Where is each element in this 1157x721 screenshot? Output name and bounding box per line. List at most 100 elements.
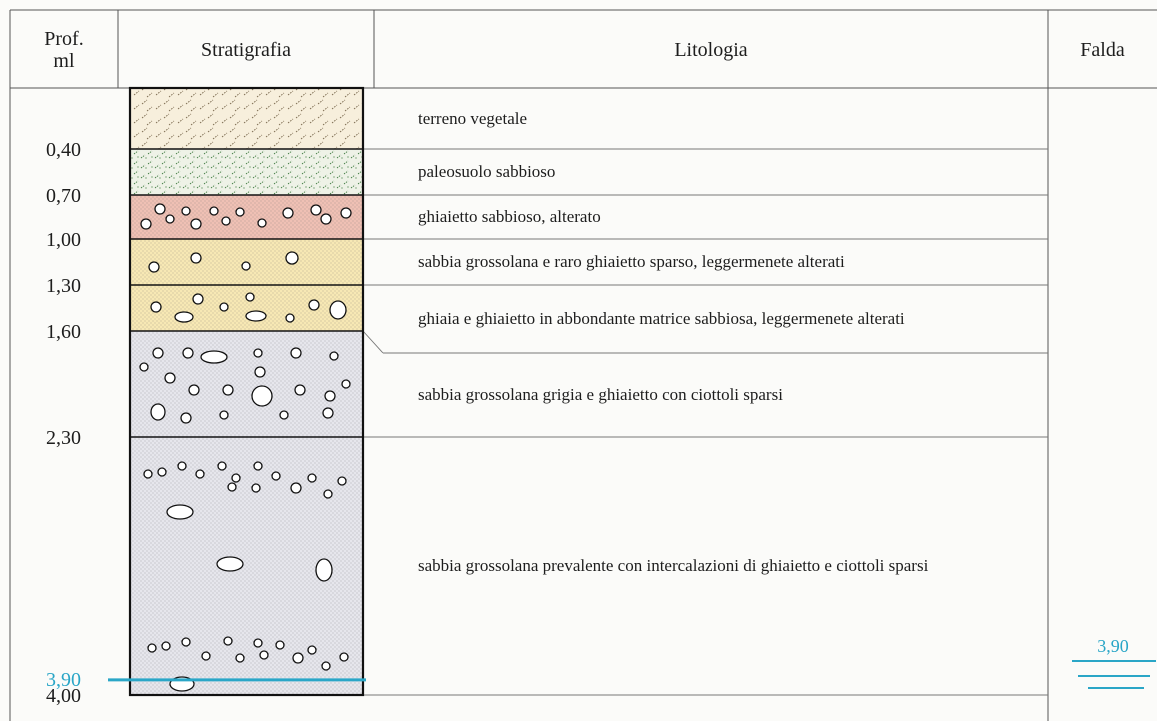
- clast: [241, 261, 251, 271]
- clast: [337, 476, 347, 486]
- lithology-description: sabbia grossolana e raro ghiaietto spars…: [418, 252, 845, 271]
- clast: [164, 372, 176, 384]
- clast: [329, 300, 347, 320]
- clast: [245, 310, 267, 322]
- clast: [219, 410, 229, 420]
- clast: [323, 489, 333, 499]
- clast: [294, 384, 306, 396]
- clast: [180, 412, 192, 424]
- clast: [177, 461, 187, 471]
- depth-label: 0,40: [46, 139, 81, 161]
- clast: [140, 218, 152, 230]
- clast: [150, 403, 166, 421]
- header-prof: Prof.ml: [14, 10, 114, 90]
- clast: [182, 347, 194, 359]
- clast: [219, 302, 229, 312]
- clast: [341, 379, 351, 389]
- clast: [290, 482, 302, 494]
- clast: [279, 410, 289, 420]
- clast: [322, 407, 334, 419]
- clast: [166, 504, 194, 520]
- clast: [324, 390, 336, 402]
- clast: [285, 313, 295, 323]
- clast: [285, 251, 299, 265]
- clast: [221, 216, 231, 226]
- clast: [259, 650, 269, 660]
- clast: [201, 651, 211, 661]
- header-prof-unit: ml: [53, 50, 75, 72]
- stratum-pattern: [130, 285, 363, 331]
- clast: [292, 652, 304, 664]
- clast: [231, 473, 241, 483]
- clast: [150, 301, 162, 313]
- clast: [143, 469, 153, 479]
- clast: [181, 206, 191, 216]
- clast: [245, 292, 255, 302]
- clast: [139, 362, 149, 372]
- header-falda: Falda: [1080, 39, 1125, 61]
- lithology-description: sabbia grossolana prevalente con interca…: [418, 556, 929, 575]
- clast: [148, 261, 160, 273]
- clast: [188, 384, 200, 396]
- clast: [251, 385, 273, 407]
- clast: [315, 558, 333, 582]
- clast: [161, 641, 171, 651]
- clast: [222, 384, 234, 396]
- lithology-description: terreno vegetale: [418, 108, 528, 128]
- clast: [290, 347, 302, 359]
- row-separator-diagonal: [362, 330, 384, 354]
- clast: [329, 351, 339, 361]
- clast: [254, 366, 266, 378]
- clast: [165, 214, 175, 224]
- stratum-pattern: [130, 88, 363, 149]
- clast: [227, 482, 237, 492]
- header-stratigrafia: Stratigrafia: [201, 39, 291, 61]
- depth-label: 1,00: [46, 229, 81, 251]
- clast: [157, 467, 167, 477]
- header-prof-label: Prof.: [44, 28, 84, 50]
- stratum-pattern: [130, 149, 363, 195]
- clast: [181, 637, 191, 647]
- clast: [282, 207, 294, 219]
- clast: [251, 483, 261, 493]
- clast: [257, 218, 267, 228]
- clast: [195, 469, 205, 479]
- depth-label: 0,70: [46, 185, 81, 207]
- falda-water-label: 3,90: [1097, 636, 1129, 656]
- clast: [216, 556, 244, 572]
- clast: [152, 347, 164, 359]
- clast: [308, 299, 320, 311]
- clast: [271, 471, 281, 481]
- clast: [321, 661, 331, 671]
- clast: [235, 207, 245, 217]
- depth-label: 1,60: [46, 321, 81, 343]
- water-table-markers: [108, 660, 1156, 689]
- clast: [154, 203, 166, 215]
- water-depth-label: 3,90: [46, 668, 81, 691]
- lithology-description: paleosuolo sabbioso: [418, 162, 556, 181]
- clast: [253, 638, 263, 648]
- clasts-layer: [139, 203, 352, 692]
- clast: [307, 645, 317, 655]
- lithology-description: ghiaietto sabbioso, alterato: [418, 207, 601, 226]
- clast: [192, 293, 204, 305]
- clast: [340, 207, 352, 219]
- depth-label: 2,30: [46, 427, 81, 449]
- clast: [147, 643, 157, 653]
- clast: [253, 348, 263, 358]
- clast: [253, 461, 263, 471]
- clast: [174, 311, 194, 323]
- clast: [223, 636, 233, 646]
- clast: [310, 204, 322, 216]
- depth-label: 4,00: [46, 685, 81, 707]
- depth-label: 1,30: [46, 275, 81, 297]
- clast: [190, 218, 202, 230]
- lithology-description: ghiaia e ghiaietto in abbondante matrice…: [418, 309, 905, 328]
- clast: [320, 213, 332, 225]
- strata-column: [128, 86, 365, 697]
- lithology-description: sabbia grossolana grigia e ghiaietto con…: [418, 385, 783, 404]
- clast: [217, 461, 227, 471]
- header-litologia: Litologia: [674, 39, 748, 61]
